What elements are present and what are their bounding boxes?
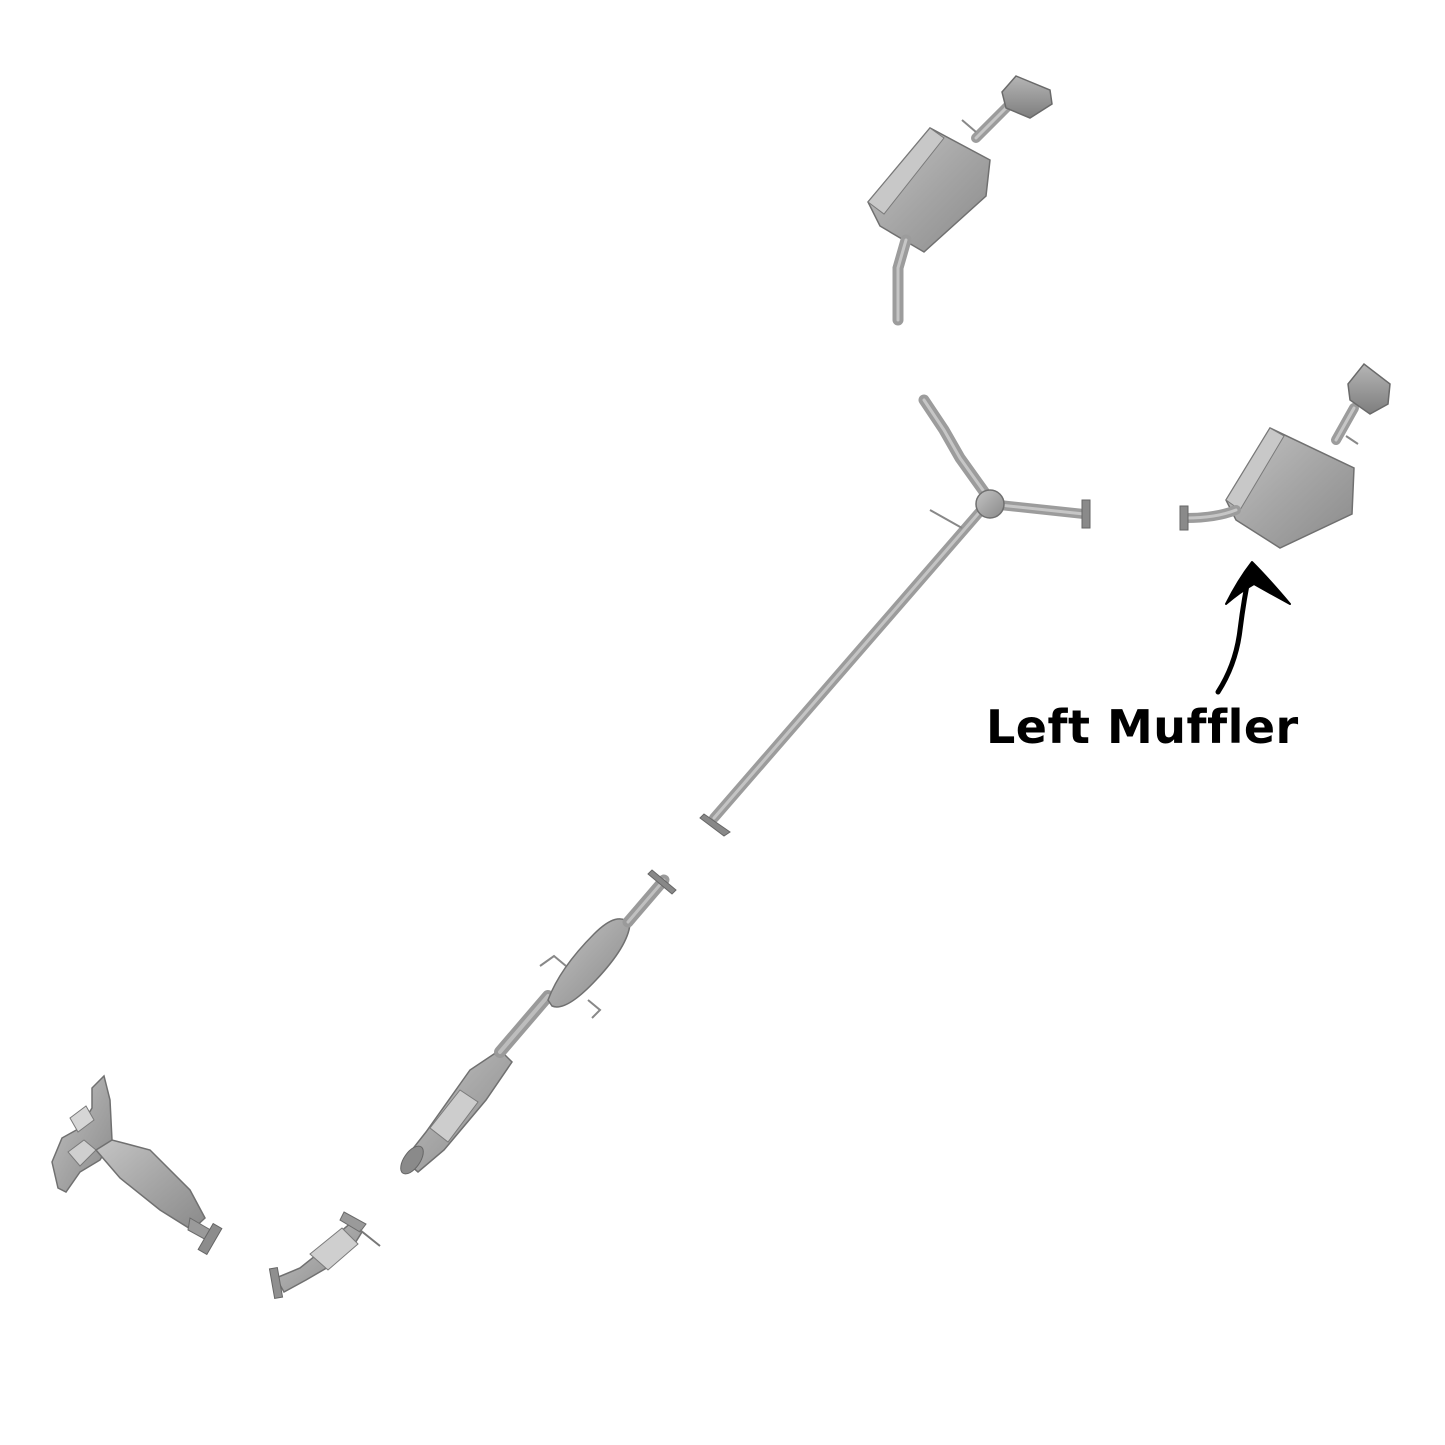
exhaust-manifold-part bbox=[51, 1074, 223, 1256]
right-muffler-part bbox=[867, 75, 1053, 326]
left-muffler-label: Left Muffler bbox=[986, 700, 1299, 754]
left-muffler-part bbox=[1179, 362, 1391, 549]
resonator-pipe-part bbox=[400, 869, 677, 1175]
front-flex-pipe-part bbox=[268, 1211, 381, 1300]
y-pipe-part bbox=[699, 394, 1091, 837]
callout-arrow-icon bbox=[1215, 561, 1291, 695]
